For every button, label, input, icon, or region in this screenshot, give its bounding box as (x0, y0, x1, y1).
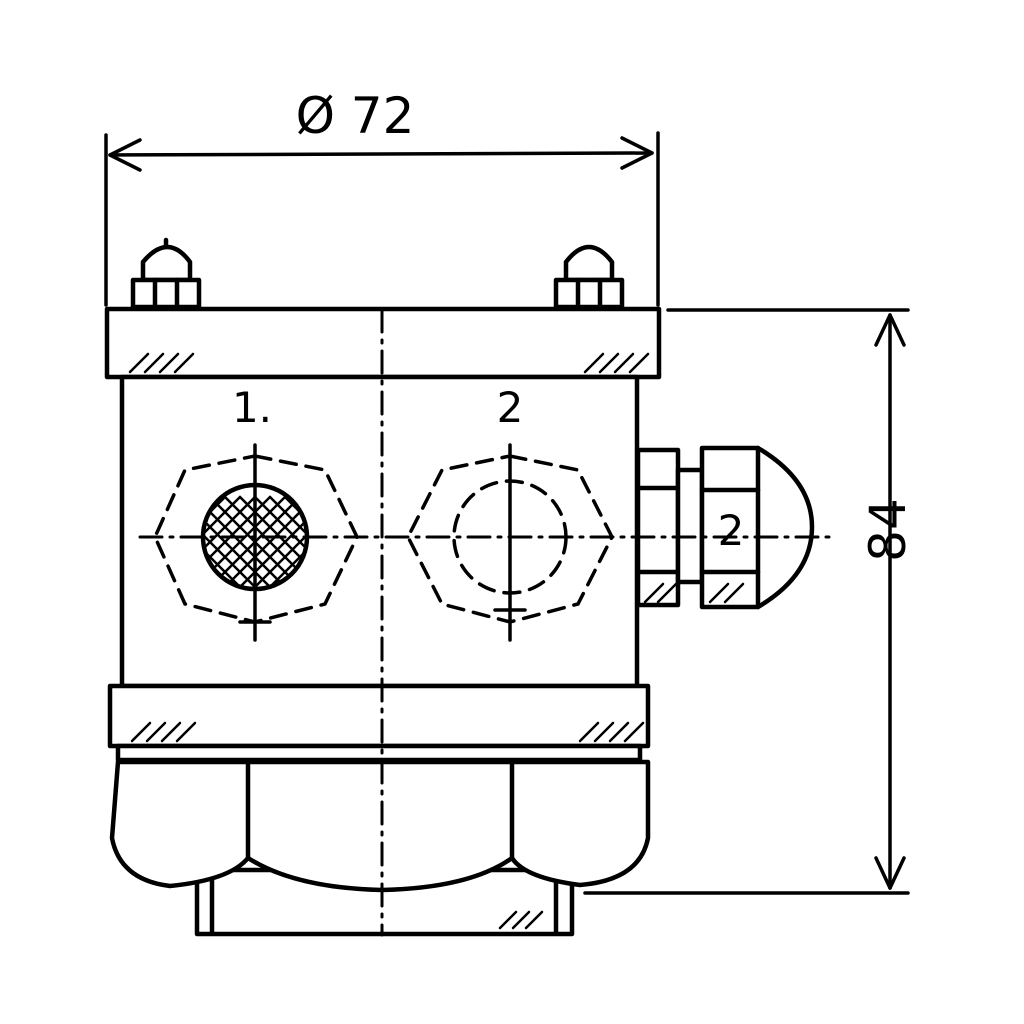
bottom-hex-nut (109, 759, 651, 937)
gland-label-2: 2 (718, 506, 745, 555)
height-dimension: 84 (583, 308, 917, 895)
height-dimension-label: 84 (859, 498, 917, 562)
cap-nut-right (553, 244, 625, 310)
port-1: 1. (153, 383, 359, 642)
diameter-dimension: Ø 72 (104, 87, 660, 307)
port-label-2: 2 (497, 383, 524, 432)
port-2: 2 (406, 383, 614, 642)
port-label-1: 1. (232, 383, 272, 432)
valve-body (119, 374, 640, 689)
lower-flange (107, 683, 651, 763)
cable-gland: 2 (635, 445, 815, 610)
diameter-dimension-label: Ø 72 (296, 87, 415, 145)
cap-nut-left (130, 237, 202, 310)
